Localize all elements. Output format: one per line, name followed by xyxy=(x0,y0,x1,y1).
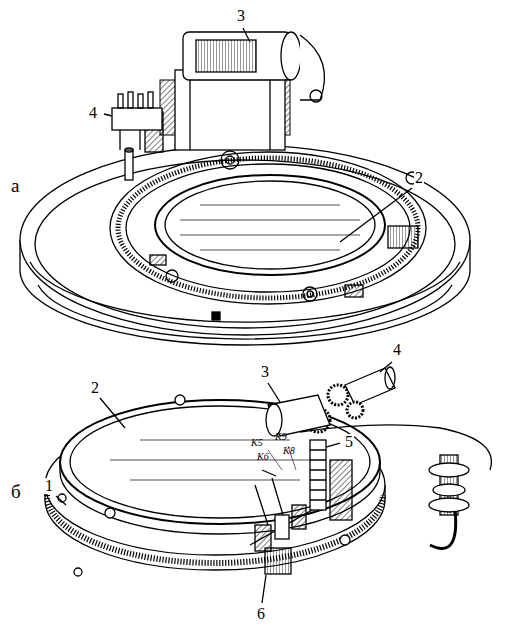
view-a xyxy=(20,28,470,345)
contact-label: К5 xyxy=(250,438,264,448)
contact-label: К9 xyxy=(274,432,288,442)
callout-number: 3 xyxy=(236,8,246,24)
callout-number: 4 xyxy=(88,105,98,121)
contact-label: К8 xyxy=(282,446,296,456)
callout-number: 4 xyxy=(392,342,402,358)
callout-number: 2 xyxy=(414,170,424,186)
callout-number: 6 xyxy=(256,606,266,622)
callout-number: 5 xyxy=(344,434,354,450)
callout-number: 2 xyxy=(90,380,100,396)
view-letter: б xyxy=(10,482,22,501)
contact-label: К6 xyxy=(256,452,270,462)
view-letter: а xyxy=(10,176,20,195)
view-b xyxy=(45,362,491,603)
callout-number: 3 xyxy=(260,364,270,380)
callout-number: 1 xyxy=(44,478,54,494)
